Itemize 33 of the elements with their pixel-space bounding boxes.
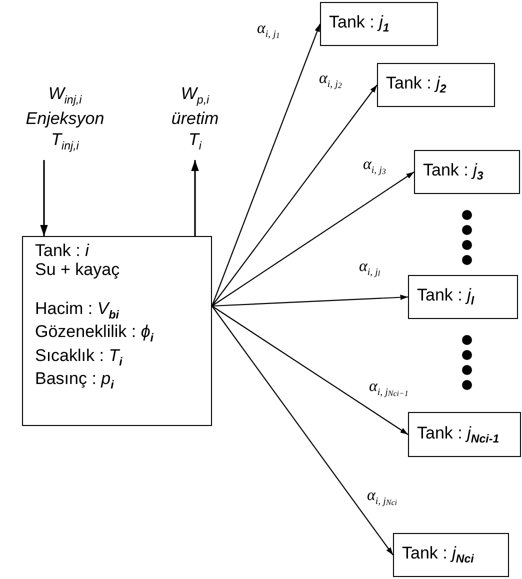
node-text: Tank : j$_{2}$ xyxy=(386,73,446,97)
flow-label: üretim xyxy=(171,109,219,128)
node-text: Basınç : p$_{i}$ xyxy=(35,369,115,392)
node-text: Sıcaklık : T$_{i}$ xyxy=(35,346,124,370)
tank-box xyxy=(377,63,495,107)
tank-box xyxy=(320,2,438,46)
arrow xyxy=(212,306,408,435)
arrow xyxy=(211,24,321,306)
tank-box xyxy=(414,150,520,194)
arrow xyxy=(191,160,199,236)
flow-label: T$_{inj,i}$ xyxy=(51,130,79,154)
flow-label: W$_{p,i}$ xyxy=(180,84,210,108)
arrow xyxy=(212,294,408,307)
flow-label: W$_{inj,i}$ xyxy=(48,84,82,108)
node-text: Tank : j$_{Nci-1}$ xyxy=(417,422,500,446)
flow-label: Enjeksyon xyxy=(26,109,104,128)
node-text: Tank : j$_{1}$ xyxy=(329,12,390,36)
node-text: Tank : j$_{l}$ xyxy=(417,285,474,309)
node-text: Tank : j$_{Nci}$ xyxy=(402,543,474,567)
node-text: Su + kayaç xyxy=(35,260,121,280)
node-text: Gözeneklilik : ϕ$_{i}$ xyxy=(35,322,155,346)
arrow xyxy=(40,160,48,236)
tank-box xyxy=(22,236,212,426)
flow-label: T$_{i}$ xyxy=(188,130,202,154)
tank-box xyxy=(408,412,521,457)
tank-box xyxy=(408,275,518,319)
node-text: Tank : i xyxy=(35,241,90,260)
arrow xyxy=(212,306,394,556)
tank-box xyxy=(393,533,509,577)
node-text: Tank : j$_{3}$ xyxy=(423,160,484,184)
arrow xyxy=(212,84,378,306)
node-text: Hacim : V$_{bi}$ xyxy=(35,299,120,322)
arrow xyxy=(212,172,414,306)
